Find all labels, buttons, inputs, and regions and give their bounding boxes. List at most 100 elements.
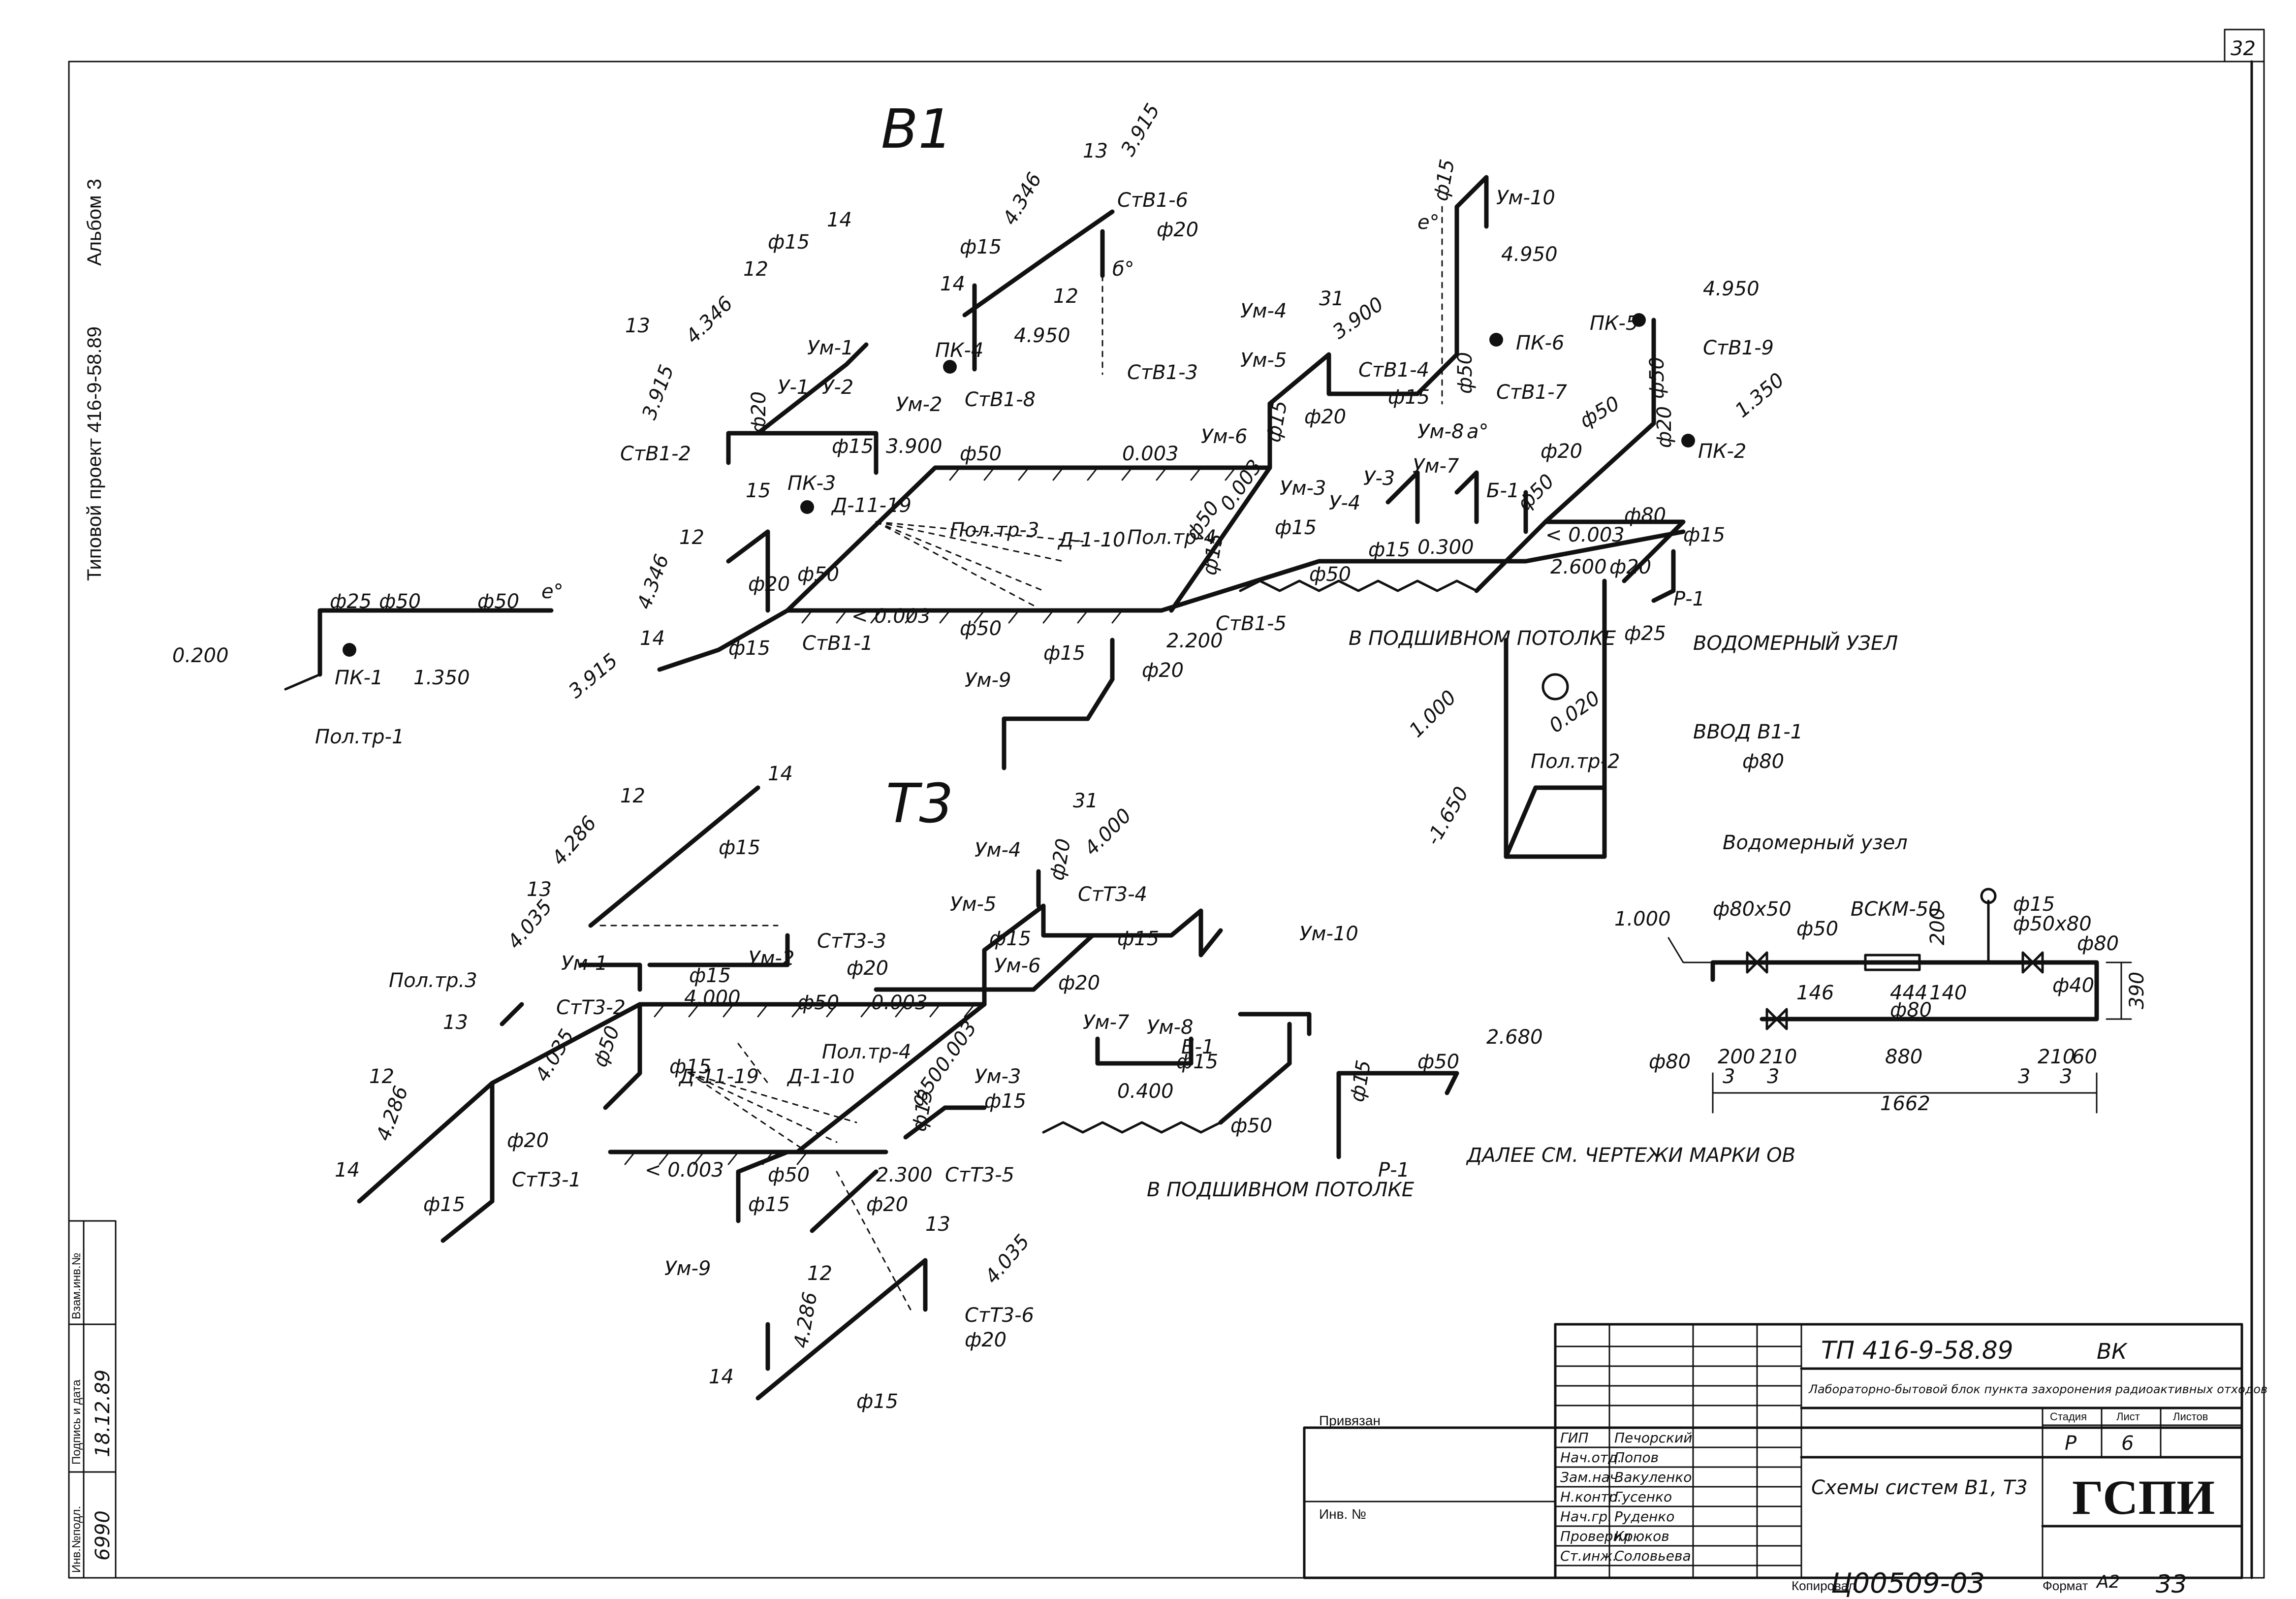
t3-d15-h: ф15 — [989, 927, 1031, 950]
meter-e1000: 1.000 — [1614, 908, 1671, 930]
b1-pk6: ПК-6 — [1516, 332, 1564, 354]
b1-pk3: ПК-3 — [787, 472, 836, 495]
t3-um2: Ум-2 — [748, 947, 794, 970]
b1-stb1-5: СтВ1-5 — [1216, 612, 1287, 635]
meter-d15: ф15 — [2013, 893, 2055, 916]
b1-d50-e: ф50 — [1309, 563, 1351, 586]
tb-role-4: Нач.гр. — [1560, 1508, 1612, 1525]
t3-e4035-a: 4.035 — [503, 895, 557, 953]
b1-d20-f: ф20 — [1541, 440, 1582, 463]
tb-org: ГСПИ — [2072, 1470, 2215, 1525]
b1-d15-l: ф15 — [1683, 524, 1725, 546]
bottom-stamp: Ц00509-03 — [1831, 1567, 1985, 1599]
tb-role-6: Ст.инж. — [1560, 1548, 1617, 1564]
b1-pt-e: е° — [541, 580, 564, 603]
t3-n14-c: 14 — [709, 1366, 734, 1388]
t3-d20-b: ф20 — [507, 1129, 549, 1152]
t3-n12-a: 12 — [620, 785, 645, 807]
b1-pk2: ПК-2 — [1698, 440, 1746, 463]
b1-d25: ф25 — [330, 590, 372, 613]
t3-d20-e: ф20 — [1058, 972, 1100, 994]
bottom-page: 33 — [2156, 1570, 2187, 1599]
t3-um3: Ум-3 — [975, 1065, 1021, 1088]
tb-inv-no: Инв. № — [1319, 1506, 1366, 1522]
tb-sheet-label: Лист — [2116, 1410, 2140, 1423]
t3-um9: Ум-9 — [664, 1257, 711, 1280]
t3-d15-i: ф15 — [1117, 927, 1159, 950]
b1-stb1-2: СтВ1-2 — [620, 443, 691, 465]
b1-pk1: ПК-1 — [335, 667, 383, 689]
t3-n14-a: 14 — [768, 763, 793, 785]
tb-name-4: Руденко — [1614, 1508, 1674, 1525]
b1-e2600: 2.600 — [1550, 556, 1607, 578]
b1-poltr1: Пол.тр-1 — [315, 726, 404, 748]
meter-d80-left: ф80 — [1649, 1051, 1691, 1073]
meter-dim200b: 200 — [1718, 1046, 1755, 1068]
b1-stb1-6: СтВ1-6 — [1117, 189, 1188, 212]
b1-um8: Ум-8 — [1417, 420, 1464, 443]
b1-e1350-b: 1.350 — [1731, 369, 1789, 422]
b1-n12-c: 12 — [1053, 285, 1078, 308]
meter-dim140: 140 — [1929, 982, 1967, 1004]
b1-slope: 0.003 — [1122, 443, 1179, 465]
meter-dim3-d: 3 — [2060, 1065, 2072, 1088]
tb-copied: Копировал — [1792, 1578, 1856, 1593]
b1-d15-j: ф15 — [1430, 158, 1459, 203]
t3-um8: Ум-8 — [1147, 1016, 1193, 1039]
tb-name-0: Печорский — [1614, 1430, 1692, 1446]
side-stamp-date-value: 18.12.89 — [92, 1370, 114, 1457]
b1-d50-f: ф50 — [1454, 352, 1477, 394]
b1-um9: Ум-9 — [965, 669, 1011, 692]
t3-d11-19: Д-11-19 — [678, 1065, 759, 1088]
b1-e0020: 0.020 — [1545, 687, 1604, 737]
meter-dim210b: 210 — [2038, 1046, 2075, 1068]
b1-d15-a: ф15 — [728, 637, 770, 660]
meter-dim390: 390 — [2126, 972, 2148, 1009]
b1-stb1-1: СтВ1-1 — [802, 632, 873, 655]
b1-um7: Ум-7 — [1413, 455, 1459, 478]
b1-d80: ф80 — [1624, 504, 1666, 527]
b1-d50-inlet-b: ф50 — [477, 590, 519, 613]
b1-r1: Р-1 — [1673, 588, 1705, 610]
t3-e4286-a: 4.286 — [547, 812, 601, 869]
tb-sheet-title: Схемы систем В1, Т3 — [1811, 1476, 2028, 1499]
scheme-b1-title: В1 — [881, 97, 952, 160]
t3-e2300: 2.300 — [876, 1164, 933, 1186]
t3-d1-10: Д-1-10 — [786, 1065, 854, 1088]
t3-um1: Ум-1 — [561, 952, 607, 975]
b1-e4950-c: 4.950 — [1703, 278, 1760, 300]
t3-e2680: 2.680 — [1486, 1026, 1543, 1049]
b1-labels: 0.200 ф25 ф50 ф50 е° ПК-1 1.350 Пол.тр-1… — [172, 100, 1898, 849]
b1-pk4: ПК-4 — [935, 339, 983, 362]
b1-d50-inlet-a: ф50 — [379, 590, 421, 613]
t3-e0400: 0.400 — [1117, 1080, 1174, 1103]
t3-um6: Ум-6 — [994, 955, 1040, 977]
t3-poltr3: Пол.тр.3 — [389, 969, 477, 992]
t3-stt3-6: СтТ3-6 — [965, 1304, 1034, 1327]
tb-role-2: Зам.нач. — [1560, 1469, 1622, 1485]
t3-further: ДАЛЕЕ СМ. ЧЕРТЕЖИ МАРКИ ОВ — [1466, 1144, 1795, 1167]
b1-e3900-a: 3.900 — [886, 435, 943, 458]
t3-poltr4: Пол.тр-4 — [822, 1041, 911, 1063]
b1-e3915-a: 3.915 — [565, 649, 622, 703]
meter-dim3-a: 3 — [1723, 1065, 1735, 1088]
tb-stage: Р — [2065, 1432, 2077, 1455]
b1-b1v: Б-1 — [1486, 480, 1519, 502]
b1-poltr4: Пол.тр-4 — [1127, 526, 1216, 549]
b1-e4346-c: 4.346 — [999, 169, 1046, 229]
meter-d50: ф50 — [1796, 918, 1838, 940]
t3-d50-f: ф50 — [1417, 1051, 1459, 1073]
t3-stt3-3: СтТ3-3 — [817, 930, 886, 953]
meter-labels: 1.000 ф80х50 ф50 ВСКМ-50 200 ф15 ф50х80 … — [1614, 893, 2148, 1115]
b1-um3: Ум-3 — [1280, 477, 1326, 500]
t3-stt3-5: СтТ3-5 — [945, 1164, 1014, 1186]
b1-um6: Ум-6 — [1201, 425, 1247, 448]
title-block: ТП 416-9-58.89 ВК Лабораторно-бытовой бл… — [1303, 1323, 2267, 1593]
t3-n13-a: 13 — [527, 878, 552, 901]
t3-d50-a: ф50 — [797, 991, 839, 1014]
b1-n13-b: 13 — [1083, 140, 1108, 162]
t3-d20-a: ф20 — [847, 957, 888, 980]
b1-d15-f: ф15 — [1262, 399, 1292, 444]
t3-d50-c: ф50 — [768, 1164, 810, 1186]
